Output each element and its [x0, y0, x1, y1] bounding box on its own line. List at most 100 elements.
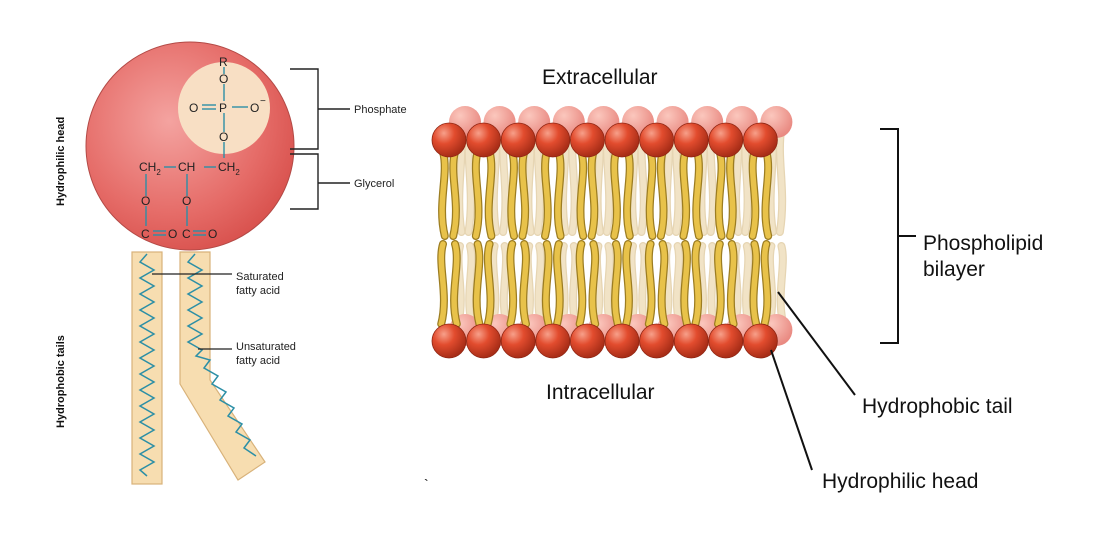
- lipid-head-top: [500, 122, 536, 158]
- lipid-tail: [674, 243, 682, 325]
- lipid-tail: [658, 241, 668, 327]
- saturated-label-2: fatty acid: [236, 285, 280, 297]
- lipid-tail: [680, 149, 689, 239]
- lipid-tail: [681, 241, 690, 327]
- lipid-head-top: [535, 122, 571, 158]
- lipid-tail: [777, 243, 786, 325]
- lipid-head-top: [743, 122, 778, 158]
- lipid-tail: [507, 241, 516, 327]
- lipid-head-bottom: [673, 323, 709, 359]
- lipid-tail: [555, 149, 564, 239]
- bilayer-front-row: [431, 122, 778, 359]
- extracellular-label: Extracellular: [542, 66, 658, 89]
- carbon-1: C: [141, 227, 150, 241]
- lipid-tail: [743, 243, 752, 325]
- unsaturated-label-2: fatty acid: [236, 355, 280, 367]
- phosphate-bracket: [290, 68, 350, 150]
- lipid-tail: [727, 149, 736, 239]
- lipid-tail: [646, 241, 655, 327]
- lipid-tail: [708, 243, 717, 325]
- lipid-tail: [543, 241, 552, 327]
- lipid-tail: [777, 125, 785, 235]
- unsaturated-tail: [179, 251, 266, 481]
- lipid-head-top: [431, 122, 467, 158]
- oxygen-ester-right: O: [182, 194, 191, 208]
- lipid-head-top: [570, 122, 605, 158]
- hydrophilic-head-pointer: [770, 349, 813, 471]
- lipid-tail: [628, 243, 637, 325]
- bilayer-label-2: bilayer: [923, 258, 985, 281]
- lipid-tail: [692, 241, 701, 327]
- ch-center: CH: [178, 160, 195, 174]
- lipid-tail: [612, 241, 621, 327]
- lipid-tail: [588, 149, 598, 239]
- glycerol-bracket: [290, 153, 350, 210]
- lipid-tail: [749, 149, 759, 239]
- lipid-tail: [767, 243, 775, 325]
- lipid-tail: [466, 243, 475, 325]
- lipid-head-bottom: [570, 323, 605, 359]
- oxygen-double: O: [189, 101, 198, 115]
- hydrophilic-head-label: Hydrophilic head: [822, 470, 978, 493]
- lipid-tail: [490, 243, 499, 325]
- lipid-head-top: [466, 122, 502, 158]
- lipid-tail: [559, 243, 568, 325]
- chemical-bonds: [145, 67, 248, 236]
- lipid-head-bottom: [639, 323, 674, 359]
- unsaturated-label-1: Unsaturated: [236, 341, 296, 353]
- lipid-tail: [728, 241, 737, 327]
- bilayer-bracket: [880, 128, 899, 344]
- phosphorus: P: [219, 101, 227, 115]
- lipid-head-bottom: [743, 323, 778, 359]
- carbon-2: C: [182, 227, 191, 241]
- lipid-tail: [535, 243, 544, 325]
- lipid-tail: [693, 149, 702, 239]
- saturated-zigzag: [138, 253, 156, 477]
- lipid-tail: [639, 243, 648, 325]
- oxygen-minus: O: [250, 101, 259, 115]
- ch2-right: CH2: [218, 160, 240, 177]
- lipid-tail: [485, 241, 494, 327]
- hydrophobic-tail-pointer: [777, 291, 856, 396]
- r-group: R: [219, 55, 228, 69]
- lipid-head-bottom: [431, 323, 467, 359]
- lipid-tail: [604, 243, 613, 325]
- lipid-tail: [624, 149, 633, 239]
- hydrophobic-tails-vertical-label: Hydrophobic tails: [55, 335, 67, 428]
- stray-mark: `: [424, 476, 429, 492]
- lipid-tail: [450, 149, 459, 239]
- lipid-tail: [589, 241, 598, 327]
- glycerol-label: Glycerol: [354, 178, 394, 190]
- lipid-head-top: [639, 122, 674, 158]
- lipid-tail: [473, 241, 483, 327]
- lipid-tail: [439, 149, 448, 239]
- lipid-tail: [473, 149, 482, 239]
- oxygen-carbonyl-2: O: [208, 227, 217, 241]
- bilayer-label-1: Phospholipid: [923, 232, 1043, 255]
- lipid-head-top: [708, 122, 744, 158]
- lipid-tail: [715, 241, 724, 327]
- lipid-head-bottom: [466, 323, 502, 359]
- phosphate-region: [178, 62, 270, 154]
- lipid-head-bottom: [708, 323, 744, 359]
- minus-charge: −: [260, 96, 266, 107]
- lipid-tail: [519, 149, 528, 239]
- lipid-tail: [646, 149, 656, 239]
- lipid-head-top: [604, 122, 640, 158]
- single-phospholipid: R O O P O − O CH2 CH CH2 O O C O C O Pho…: [55, 41, 407, 485]
- lipid-tail: [623, 241, 632, 327]
- intracellular-label: Intracellular: [546, 381, 655, 404]
- hydrophilic-head-vertical-label: Hydrophilic head: [55, 117, 67, 206]
- oxygen-carbonyl-1: O: [168, 227, 177, 241]
- lipid-head-top: [673, 122, 709, 158]
- lipid-tail: [508, 149, 517, 239]
- lipid-tail: [438, 241, 447, 327]
- lipid-tail: [762, 149, 771, 239]
- lipid-tail: [554, 241, 563, 327]
- saturated-label-1: Saturated: [236, 271, 284, 283]
- lipid-tail: [520, 241, 529, 327]
- unsaturated-zigzag: [186, 253, 257, 457]
- lipid-tail: [577, 149, 586, 239]
- hydrophobic-tail-label: Hydrophobic tail: [862, 395, 1013, 418]
